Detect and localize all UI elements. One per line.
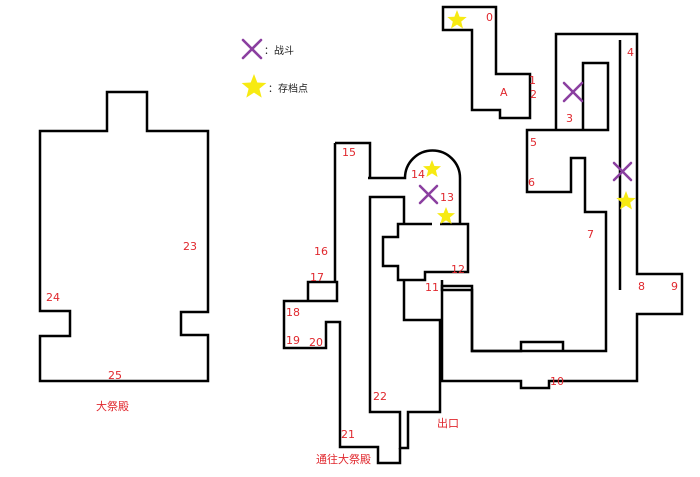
central-chamber bbox=[368, 149, 470, 282]
exit-label: 出口 bbox=[437, 416, 459, 430]
marker-17: 17 bbox=[310, 271, 324, 284]
battle-legend-icon bbox=[241, 38, 263, 60]
save-star-0 bbox=[447, 10, 467, 29]
to-great-hall-label: 通往大祭殿 bbox=[316, 452, 371, 466]
marker-19: 19 bbox=[286, 334, 300, 347]
save-star-14 bbox=[423, 160, 441, 177]
marker-16: 16 bbox=[314, 245, 328, 258]
great-hall-label: 大祭殿 bbox=[96, 399, 129, 413]
save-legend-label: ：存档点 bbox=[268, 82, 308, 95]
corridor-west bbox=[282, 141, 402, 465]
marker-12: 12 bbox=[451, 263, 465, 276]
marker-15: 15 bbox=[342, 146, 356, 159]
marker-5: 5 bbox=[530, 136, 537, 149]
marker-8: 8 bbox=[638, 280, 645, 293]
marker-23: 23 bbox=[183, 240, 197, 253]
save-star-13 bbox=[437, 207, 455, 224]
marker-9: 9 bbox=[671, 280, 678, 293]
battle-mark-8 bbox=[612, 161, 633, 182]
marker-13: 13 bbox=[440, 191, 454, 204]
marker-0: 0 bbox=[486, 11, 493, 24]
corridor-east-ring bbox=[440, 32, 684, 390]
marker-10: 10 bbox=[550, 375, 564, 388]
corridor-south-inner bbox=[368, 195, 442, 450]
marker-1: 1 bbox=[529, 74, 536, 87]
save-star-8 bbox=[616, 191, 636, 210]
great-hall-outline bbox=[38, 90, 210, 383]
marker-14: 14 bbox=[411, 168, 425, 181]
marker-6: 6 bbox=[528, 176, 535, 189]
save-legend-icon bbox=[241, 74, 267, 98]
marker-21: 21 bbox=[341, 428, 355, 441]
battle-legend-label: ：战斗 bbox=[264, 45, 294, 57]
battle-mark-2-3 bbox=[562, 81, 584, 103]
marker-25: 25 bbox=[108, 369, 122, 382]
marker-22: 22 bbox=[373, 390, 387, 403]
legend: ：战斗 ：存档点 bbox=[241, 38, 308, 98]
battle-mark-13 bbox=[418, 184, 439, 205]
marker-18: 18 bbox=[286, 306, 300, 319]
corridor-south-inner-b bbox=[440, 280, 565, 353]
marker-7: 7 bbox=[587, 228, 594, 241]
corridor-north-west bbox=[441, 5, 532, 120]
marker-24: 24 bbox=[46, 291, 60, 304]
marker-20: 20 bbox=[309, 336, 323, 349]
marker-3: 3 bbox=[566, 112, 573, 125]
marker-11: 11 bbox=[425, 281, 439, 294]
marker-4: 4 bbox=[627, 46, 634, 59]
marker-A: A bbox=[500, 86, 508, 99]
marker-2: 2 bbox=[530, 88, 537, 101]
